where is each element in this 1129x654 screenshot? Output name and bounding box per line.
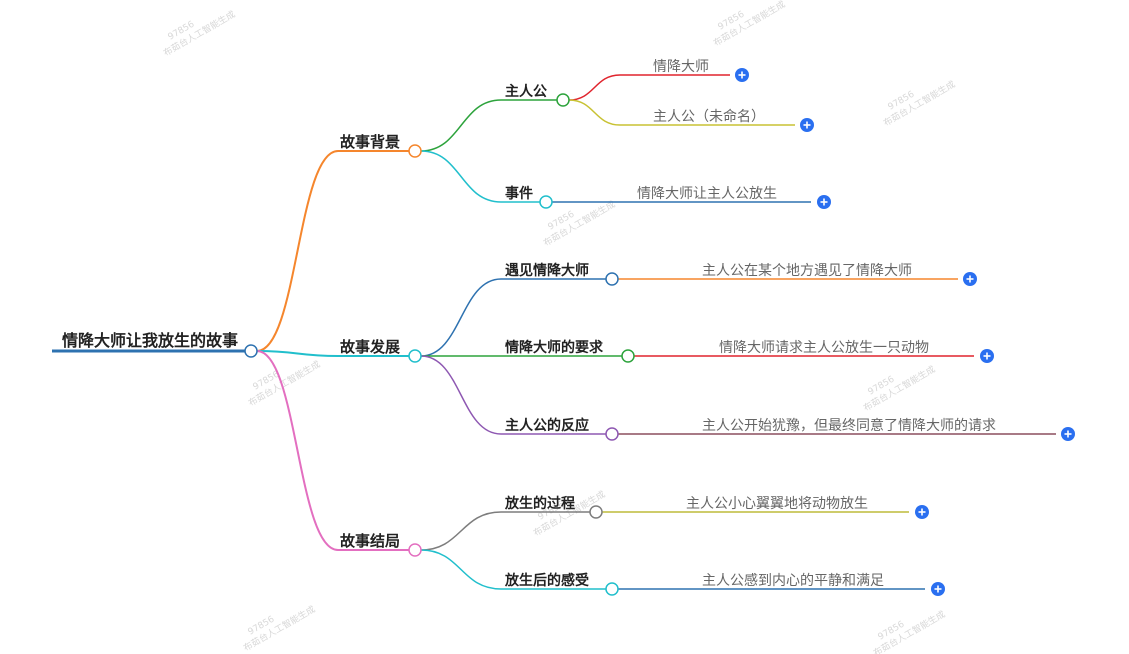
sub-branch-label: 主人公的反应 (505, 417, 589, 434)
leaf-label: 情降大师 (653, 59, 709, 75)
sub-branch-label: 情降大师的要求 (505, 339, 604, 356)
root-node-toggle[interactable] (244, 344, 258, 358)
sub-branch-toggle[interactable] (605, 427, 619, 441)
sub-branch-connector (420, 549, 502, 590)
sub-branch-toggle[interactable] (605, 582, 619, 596)
expand-plus-button[interactable] (817, 195, 831, 209)
connector-layer (52, 74, 1056, 590)
leaf-label: 主人公（未命名） (653, 108, 765, 125)
sub-branch-connector (420, 355, 502, 435)
sub-branch-label: 遇见情降大师 (505, 262, 589, 279)
leaf-label: 主人公感到内心的平静和满足 (702, 572, 884, 589)
sub-branch-connector (420, 99, 502, 152)
sub-branch-toggle[interactable] (539, 195, 553, 209)
leaf-connector (568, 74, 621, 101)
sub-branch-label: 放生后的感受 (504, 572, 589, 589)
sub-branch-label: 放生的过程 (504, 495, 575, 512)
expand-plus-button[interactable] (915, 505, 929, 519)
branch-label: 故事背景 (340, 133, 400, 151)
expand-plus-button[interactable] (1061, 427, 1075, 441)
branch-connector (256, 150, 339, 352)
leaf-label: 主人公在某个地方遇见了情降大师 (702, 263, 912, 279)
branch-label: 故事结局 (340, 532, 400, 550)
sub-branch-toggle[interactable] (621, 349, 635, 363)
branch-label: 故事发展 (340, 338, 400, 356)
sub-branch-toggle[interactable] (605, 272, 619, 286)
branch-toggle[interactable] (408, 144, 422, 158)
leaf-label: 情降大师请求主人公放生一只动物 (719, 340, 929, 356)
sub-branch-toggle[interactable] (589, 505, 603, 519)
expand-plus-button[interactable] (963, 272, 977, 286)
leaf-connector (568, 99, 621, 126)
sub-branch-connector (420, 150, 502, 203)
branch-toggle[interactable] (408, 349, 422, 363)
root-node-label: 情降大师让我放生的故事 (62, 331, 238, 350)
sub-branch-connector (420, 511, 502, 551)
leaf-label: 情降大师让主人公放生 (637, 186, 777, 202)
leaf-label: 主人公小心翼翼地将动物放生 (686, 496, 868, 512)
expand-plus-button[interactable] (800, 118, 814, 132)
sub-branch-label: 事件 (505, 185, 533, 202)
sub-branch-label: 主人公 (505, 83, 547, 100)
expand-plus-button[interactable] (931, 582, 945, 596)
branch-connector (256, 350, 339, 357)
branch-connector (256, 350, 339, 551)
sub-branch-connector (420, 278, 502, 357)
leaf-label: 主人公开始犹豫，但最终同意了情降大师的请求 (702, 417, 996, 434)
expand-plus-button[interactable] (735, 68, 749, 82)
sub-branch-toggle[interactable] (556, 93, 570, 107)
expand-plus-button[interactable] (980, 349, 994, 363)
branch-toggle[interactable] (408, 543, 422, 557)
